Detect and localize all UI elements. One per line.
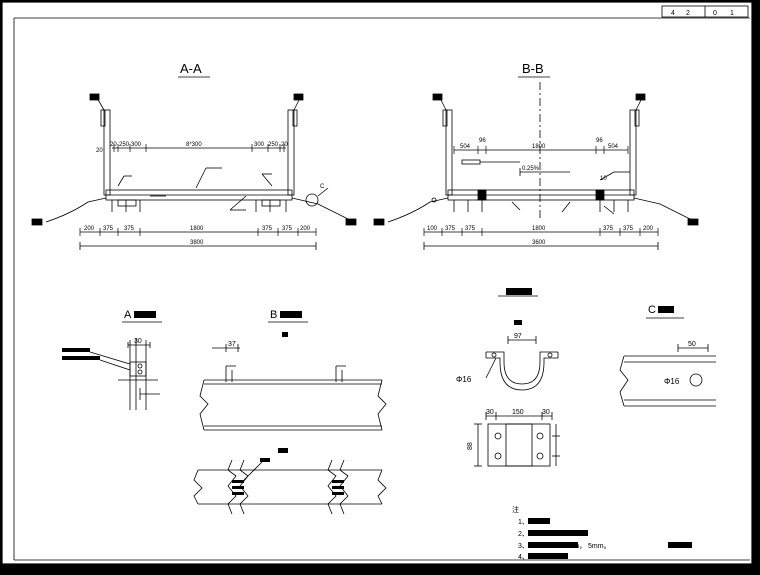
aa-dim-20b: 20 [281, 142, 288, 148]
aa-bdim-375a: 375 [103, 226, 114, 232]
note-2: 2、 [518, 531, 529, 538]
bb-slope-label: 0.25% [522, 166, 540, 172]
detail-a-dim: 30 [134, 338, 142, 345]
bb-bdim-375c: 375 [603, 226, 614, 232]
view-bb-title: B-B [522, 61, 544, 76]
title-block-cell-4: 1 [730, 10, 734, 17]
aa-bdim-200a: 200 [84, 226, 95, 232]
detail-section: 97 Φ16 30 150 30 88 [456, 288, 560, 467]
bb-dim-96a: 96 [479, 138, 486, 144]
detail-c-hole: Φ16 [664, 377, 680, 386]
bb-total: 3600 [532, 240, 546, 246]
section-dim-30a: 30 [486, 409, 494, 416]
view-aa-title: A-A [180, 61, 202, 76]
bb-bdim-375d: 375 [623, 226, 634, 232]
notes: 注 1、 2、 3、 265*120*50mm， 5mm。 4、 [512, 505, 692, 561]
section-dim-30b: 30 [542, 409, 550, 416]
aa-callout-c: C [320, 184, 325, 190]
title-block-cell-3: 0 [713, 10, 717, 17]
aa-dim-300a: 300 [131, 142, 142, 148]
detail-c-dim: 50 [688, 341, 696, 348]
aa-bdim-375d: 375 [282, 226, 293, 232]
note-4: 4、 [518, 554, 529, 561]
note-1: 1、 [518, 519, 529, 526]
aa-bdim-375c: 375 [262, 226, 273, 232]
view-bb: B-B 504 96 1800 96 504 0.25% 10 [373, 61, 699, 250]
section-dim-150: 150 [512, 409, 524, 416]
aa-bdim-200b: 200 [300, 226, 311, 232]
notes-label: 注 [512, 505, 519, 514]
section-dim-top: 97 [514, 333, 522, 340]
section-dim-side: 88 [467, 442, 474, 450]
title-block: 4 2 0 1 [661, 5, 749, 18]
bb-bdim-1800: 1800 [532, 226, 546, 232]
detail-c-title: C [648, 304, 656, 316]
bb-dim-504b: 504 [608, 144, 619, 150]
aa-bdim-375b: 375 [124, 226, 135, 232]
detail-b-dim: 37 [228, 341, 236, 348]
section-hole: Φ16 [456, 375, 472, 384]
bb-bdim-375b: 375 [465, 226, 476, 232]
detail-c: C 50 Φ16 [619, 304, 716, 407]
aa-dim-8x300: 8*300 [186, 142, 202, 148]
bb-bdim-100: 100 [427, 226, 438, 232]
bb-dim-96b: 96 [596, 138, 603, 144]
aa-dim-250b: 250 [268, 142, 279, 148]
bb-dim-10: 10 [600, 176, 607, 182]
bb-dim-504a: 504 [460, 144, 471, 150]
detail-a: A 30 [62, 309, 162, 410]
title-block-cell-2: 2 [686, 10, 690, 17]
title-block-cell-1: 4 [671, 10, 675, 17]
detail-b: B 37 [193, 309, 387, 515]
bb-bdim-375a: 375 [445, 226, 456, 232]
detail-b-title: B [270, 309, 277, 321]
detail-a-title: A [124, 309, 132, 321]
bb-dim-1800: 1800 [532, 144, 546, 150]
aa-total: 3800 [190, 240, 204, 246]
aa-dim-300b: 300 [254, 142, 265, 148]
aa-dim-left-20: 20 [96, 148, 103, 154]
aa-dim-250a: 250 [119, 142, 130, 148]
bb-bdim-200: 200 [643, 226, 654, 232]
view-aa: A-A 20 250 300 8*300 300 250 20 20 [31, 61, 357, 250]
sheet-border [1, 1, 753, 565]
aa-bdim-1800: 1800 [190, 226, 204, 232]
aa-dim-20a: 20 [110, 142, 117, 148]
